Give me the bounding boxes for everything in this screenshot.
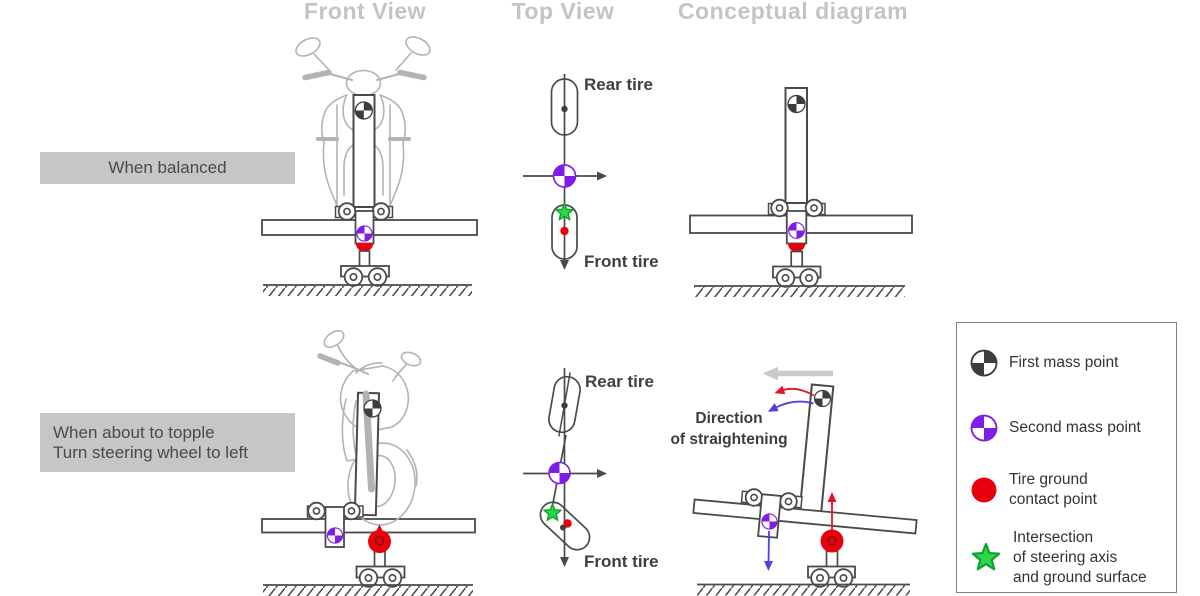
top-view-toppling [523, 368, 607, 567]
mass-force-down-arrow [764, 530, 774, 571]
cart-wheel-icon [367, 267, 388, 287]
tire-contact-dot [560, 226, 569, 236]
second-mass-point-icon [356, 225, 373, 242]
front-view-toppling [261, 329, 476, 596]
legend-item-tire-contact: Tire ground contact point [970, 470, 1097, 510]
conceptual-toppling [692, 366, 918, 596]
cart [807, 565, 856, 579]
tire-contact-dot [563, 519, 572, 528]
tire-contact-icon [971, 477, 997, 503]
header-top-view: Top View [511, 0, 615, 24]
legend-box: First mass point Second mass point Tire … [956, 322, 1177, 593]
straighten-red-arrow [774, 385, 815, 397]
front-tire-label: Front tire [584, 552, 659, 571]
steering-rail-tilted [692, 498, 918, 535]
guide-roller [371, 202, 391, 221]
ground-hatch [263, 286, 472, 296]
cart [340, 265, 390, 278]
rear-tire-outline [550, 78, 579, 136]
cart-wheel-icon [775, 268, 796, 288]
second-mass-point-icon [552, 164, 577, 188]
rear-tire-label: Rear tire [584, 75, 653, 94]
tire-contact-icon [368, 530, 391, 553]
row-label-toppling-line2: Turn steering wheel to left [53, 442, 248, 462]
second-mass-point-icon [788, 222, 805, 239]
rear-tire-label: Rear tire [585, 372, 654, 391]
guide-roller [337, 202, 357, 221]
guide-roller [744, 488, 764, 507]
legend-label: Tire ground contact point [1009, 471, 1097, 508]
second-mass-point-icon [761, 513, 778, 530]
cart-wheel-icon [799, 268, 819, 288]
pendulum-bar [352, 94, 376, 208]
legend-item-first-mass: First mass point [970, 349, 1118, 377]
tire-contact-icon [820, 529, 844, 553]
tire-contact-icon [355, 243, 374, 252]
cart [772, 265, 822, 279]
first-mass-point-icon [354, 101, 373, 120]
guide-roller [307, 501, 326, 521]
legend-label: Intersection of steering axis and ground… [1013, 529, 1147, 586]
legend-item-intersection: Intersection of steering axis and ground… [970, 528, 1147, 588]
ground-hatch [694, 287, 905, 297]
header-front-view: Front View [303, 0, 427, 24]
guide-roller [804, 198, 824, 218]
straighten-blue-arrow [767, 400, 814, 412]
first-mass-point-icon [787, 94, 806, 114]
row-label-balanced: When balanced [40, 152, 295, 184]
second-mass-point-icon [970, 414, 998, 442]
first-mass-point-icon [970, 349, 998, 377]
direction-of-straightening-note: Direction of straightening [648, 408, 810, 450]
second-mass-point-icon [548, 461, 571, 485]
steering-rail [261, 518, 476, 534]
guide-roller [779, 492, 798, 511]
second-mass-point-icon [326, 527, 344, 544]
direction-note-line2: of straightening [670, 431, 788, 448]
first-mass-point-icon [813, 389, 832, 408]
first-mass-point-icon [363, 399, 382, 418]
front-tire-label: Front tire [584, 252, 659, 271]
guide-roller [770, 198, 789, 218]
guide-roller [342, 501, 361, 521]
cart-wheel-icon [343, 267, 364, 287]
rear-axle-dot [561, 402, 568, 409]
direction-note-line1: Direction [695, 410, 763, 427]
rear-axle-dot [561, 105, 568, 113]
row-label-toppling-line1: When about to topple [53, 422, 215, 442]
front-tire-outline-turned [539, 501, 591, 551]
front-view-balanced [261, 36, 478, 296]
conceptual-balanced [689, 87, 913, 297]
legend-label: Second mass point [1009, 419, 1141, 436]
motorcycle-sketch-front [295, 36, 431, 212]
ground-hatch [697, 585, 910, 596]
row-label-toppling: When about to topple Turn steering wheel… [40, 413, 295, 472]
header-conceptual-diagram: Conceptual diagram [677, 0, 909, 24]
legend-item-second-mass: Second mass point [970, 414, 1141, 442]
top-view-balanced [523, 74, 607, 270]
cart [355, 565, 406, 579]
legend-label: First mass point [1009, 354, 1119, 371]
scooter-sketch-front [317, 329, 422, 462]
front-wheel-sketch [347, 442, 418, 526]
front-axle-dot [560, 524, 566, 531]
tire-contact-icon [787, 243, 806, 252]
ground-hatch [263, 586, 473, 596]
pendulum-bar [784, 87, 808, 204]
row-label-balanced-text: When balanced [108, 158, 227, 177]
steering-intersection-star-icon [971, 542, 1001, 571]
steering-intersection-star-icon [543, 503, 562, 521]
